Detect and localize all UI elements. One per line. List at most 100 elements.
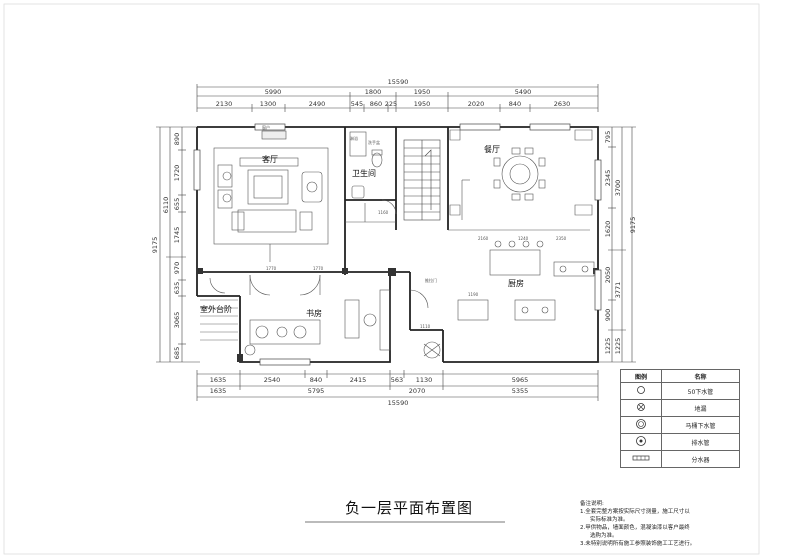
dim-top-row3: 2490	[309, 100, 326, 108]
drain-pipe-icon	[620, 382, 662, 400]
dim-left-total: 9175	[151, 237, 159, 254]
toilet-drain-icon	[620, 416, 662, 434]
dim-top-row3: 545	[351, 100, 363, 108]
dim-right-inner: 1620	[604, 221, 612, 238]
living-room-furniture	[213, 130, 329, 262]
dim-left-inner: 635	[173, 282, 181, 294]
inner-dim: 1240	[518, 236, 529, 241]
sliding-door-label: 推拉门	[425, 277, 437, 283]
dim-top-row2: 5490	[515, 88, 532, 96]
dim-right-mid: 3771	[614, 282, 622, 299]
dining-room-label: 餐厅	[484, 145, 500, 154]
outdoor-steps	[200, 299, 238, 341]
dim-right-inner: 2050	[604, 267, 612, 284]
legend-row: 地漏	[620, 399, 740, 417]
window-label: 窗户	[262, 124, 270, 130]
dim-bottom-row2: 5795	[308, 387, 325, 395]
inner-dim: 1110	[420, 324, 431, 329]
legend-item-label: 马桶下水管	[661, 416, 740, 434]
dim-bottom-row1: 840	[310, 376, 322, 384]
study-furniture	[209, 274, 429, 356]
dim-left-inner: 1720	[173, 165, 181, 182]
study-label: 书房	[306, 308, 322, 318]
dim-left-inner: 1745	[173, 227, 181, 244]
dim-bottom-row2: 2070	[409, 387, 426, 395]
title-underline	[305, 521, 505, 523]
dim-top-row3: 2130	[216, 100, 233, 108]
staircase	[403, 139, 441, 221]
dim-top-row3: 1300	[260, 100, 277, 108]
washbasin-label: 洗手盆	[368, 139, 380, 145]
living-room-label: 客厅	[262, 154, 278, 164]
inner-dim: 1160	[378, 210, 389, 215]
dim-right-inner: 900	[604, 309, 612, 321]
legend-row: 排水管	[620, 433, 740, 451]
kitchen-fixtures	[448, 229, 595, 321]
dim-top-row3: 225	[385, 100, 397, 108]
bathroom-label: 卫生间	[352, 168, 376, 178]
inner-dim: 2160	[478, 236, 489, 241]
dim-left-inner: 685	[173, 347, 181, 359]
dining-furniture	[449, 129, 593, 220]
dim-right-inner: 2345	[604, 170, 612, 187]
note-line: 实际标准为准。	[590, 517, 629, 523]
dim-bottom-row1: 563	[391, 376, 403, 384]
dim-bottom-row2: 5355	[512, 387, 529, 395]
shower-label: 淋浴	[350, 135, 358, 141]
dim-bottom-row1: 1130	[416, 376, 433, 384]
legend-header-symbol: 图例	[620, 369, 662, 383]
dim-top-row2: 1800	[365, 88, 382, 96]
drawing-title: 负一层平面布置图	[345, 499, 474, 517]
dim-left-inner: 970	[173, 262, 181, 274]
dim-right-inner: 795	[604, 131, 612, 143]
legend-header-name: 名称	[661, 369, 740, 383]
bathroom-fixtures	[345, 131, 397, 223]
structural-columns	[197, 268, 599, 362]
legend-item-label: 分水器	[661, 450, 740, 468]
dim-right-total: 9175	[629, 217, 637, 234]
kitchen-label: 厨房	[508, 278, 524, 288]
note-line: 3.未特别说明所有施工参照装饰施工工艺进行。	[580, 541, 696, 547]
legend-item-label: 排水管	[661, 433, 740, 451]
dim-bottom-row1: 2415	[350, 376, 367, 384]
dim-left-inner: 890	[173, 133, 181, 145]
inner-dim: 1770	[266, 266, 277, 271]
dim-top-row3: 840	[509, 100, 521, 108]
dim-left-inner: 3065	[173, 312, 181, 329]
dim-top-row2: 5990	[265, 88, 282, 96]
note-line: 选购为准。	[590, 533, 618, 539]
dim-bottom-row1: 1635	[210, 376, 227, 384]
dim-right-inner: 1225	[604, 338, 612, 355]
dim-top-row3: 1950	[414, 100, 431, 108]
note-line: 2.甲供物品，墙面颜色，混凝油漆以客户最终	[580, 525, 690, 531]
inner-dim: 1770	[313, 266, 324, 271]
drainage-pipe-icon	[620, 433, 662, 451]
dim-bottom-row2: 1635	[210, 387, 227, 395]
legend-row: 50下水管	[620, 382, 740, 400]
dim-bottom-row1: 2540	[264, 376, 281, 384]
legend-table: 图例 名称 50下水管 地漏 马桶下水管 排水管 分水器	[620, 369, 740, 468]
plant-icon	[423, 341, 441, 359]
notes-block: 备注说明: 1.全套完整方案按实际尺寸测量，施工尺寸以 实际标准为准。 2.甲供…	[580, 500, 780, 548]
dim-bottom-total: 15590	[388, 399, 409, 407]
note-line: 1.全套完整方案按实际尺寸测量，施工尺寸以	[580, 509, 690, 515]
floor-drain-icon	[620, 399, 662, 417]
dim-top-row2: 1950	[414, 88, 431, 96]
outdoor-steps-label: 室外台阶	[200, 304, 232, 314]
dim-top-total: 15590	[388, 78, 409, 86]
note-line: 备注说明:	[580, 501, 604, 507]
dim-top-row3: 2630	[554, 100, 571, 108]
inner-dim: 1190	[468, 292, 479, 297]
dimension-lines	[156, 84, 636, 401]
dim-right-mid: 1225	[614, 338, 622, 355]
legend-row: 马桶下水管	[620, 416, 740, 434]
dim-left-mid: 6110	[162, 197, 170, 214]
legend-row: 分水器	[620, 450, 740, 468]
water-manifold-icon	[620, 450, 662, 468]
dim-left-inner: 655	[173, 198, 181, 210]
walls	[196, 126, 599, 363]
dim-bottom-row1: 5965	[512, 376, 529, 384]
inner-dim: 2350	[556, 236, 567, 241]
dim-right-mid: 3700	[614, 180, 622, 197]
